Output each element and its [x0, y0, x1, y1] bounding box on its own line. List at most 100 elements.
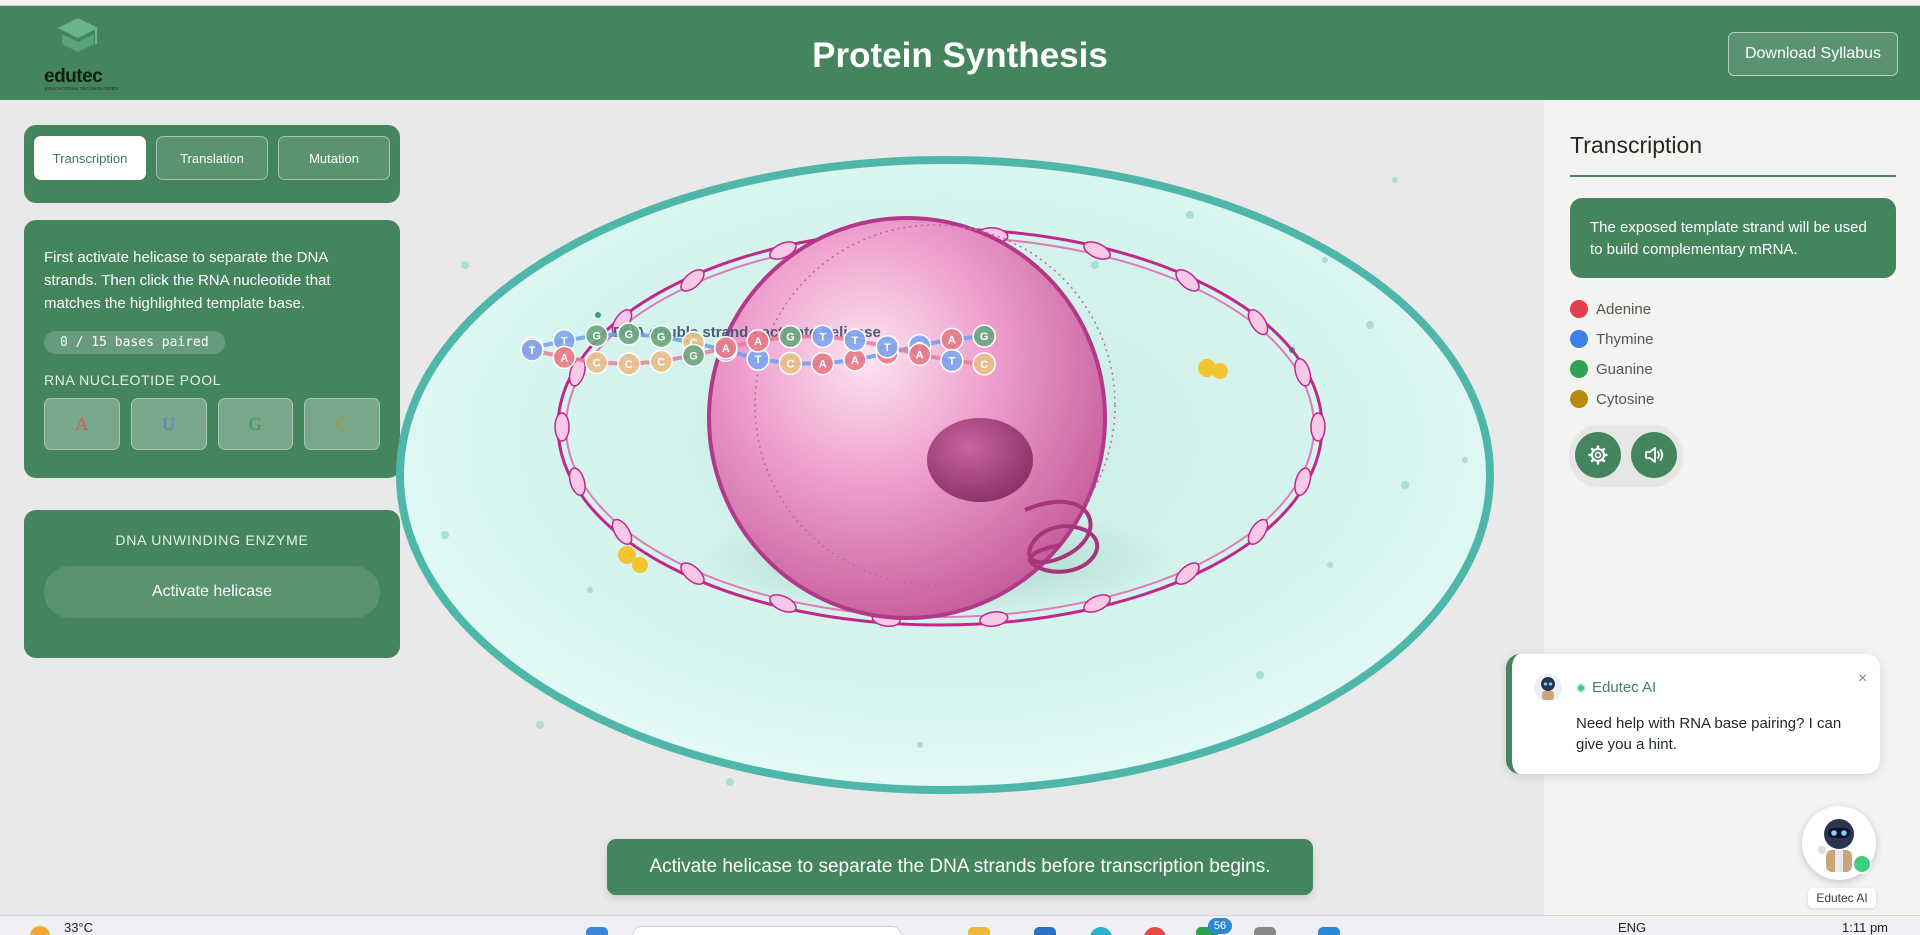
- taskbar-app-icon[interactable]: [1090, 927, 1112, 935]
- dna-base-bottom-4[interactable]: C: [649, 349, 673, 374]
- svg-text:A: A: [722, 343, 730, 355]
- svg-text:G: G: [592, 331, 601, 343]
- nucleotide-pool: A U G C: [44, 398, 380, 450]
- svg-text:T: T: [852, 335, 859, 347]
- nuclear-pore: [1247, 308, 1269, 336]
- svg-text:A: A: [560, 352, 568, 364]
- legend-label: Thymine: [1596, 330, 1654, 348]
- dna-base-bottom-2[interactable]: C: [584, 350, 609, 375]
- pairing-counter: 0 / 15 bases paired: [44, 331, 225, 354]
- dna-base-top-3[interactable]: G: [617, 322, 641, 346]
- page-title: Protein Synthesis: [812, 36, 1108, 75]
- tab-mutation[interactable]: Mutation: [278, 136, 390, 180]
- svg-text:T: T: [755, 354, 762, 366]
- dna-base-bottom-13[interactable]: T: [940, 348, 964, 373]
- chromatin-coil: [1024, 499, 1100, 574]
- legend-item-cytosine: Cytosine: [1570, 384, 1654, 414]
- cytoplasm-speckles: [441, 177, 1468, 786]
- nuclear-pore: [611, 518, 633, 546]
- taskbar-app-icon[interactable]: [1318, 927, 1340, 935]
- windows-start-icon[interactable]: [586, 927, 608, 935]
- info-panel-title: Transcription: [1570, 132, 1703, 158]
- nucleolus: [927, 418, 1033, 502]
- status-toast: Activate helicase to separate the DNA st…: [607, 839, 1313, 895]
- svg-text:A: A: [851, 355, 859, 367]
- dna-base-top-2[interactable]: G: [584, 323, 609, 348]
- legend-dot: [1570, 330, 1588, 348]
- cell-illustration: DNA double strand - activate helicase AT…: [344, 156, 1494, 794]
- tool-tray: [1570, 425, 1682, 485]
- nucleotide-button-g[interactable]: G: [217, 398, 294, 450]
- enzyme-card: DNA UNWINDING ENZYME Activate helicase: [24, 510, 400, 658]
- tab-translation[interactable]: Translation: [156, 136, 268, 180]
- robot-avatar-icon: [1534, 674, 1562, 702]
- dna-base-bottom-11[interactable]: T: [875, 335, 900, 359]
- svg-text:T: T: [561, 336, 568, 348]
- dna-base-top-4[interactable]: G: [649, 324, 673, 349]
- taskbar-app-icon[interactable]: [1034, 927, 1056, 935]
- tab-transcription[interactable]: Transcription: [34, 136, 146, 180]
- settings-button[interactable]: [1575, 432, 1621, 478]
- taskbar-search-input[interactable]: [632, 926, 902, 935]
- dna-base-top-13[interactable]: A: [940, 327, 964, 352]
- chat-message: Need help with RNA base pairing? I can g…: [1576, 715, 1842, 753]
- svg-text:C: C: [593, 357, 601, 369]
- close-icon[interactable]: ×: [1858, 670, 1868, 687]
- svg-text:C: C: [980, 359, 988, 371]
- cell-stage: DNA double strand - activate helicase AT…: [344, 150, 1500, 800]
- dna-base-bottom-0[interactable]: T: [520, 338, 544, 362]
- nucleotide-button-a[interactable]: A: [44, 398, 120, 450]
- legend-label: Cytosine: [1596, 390, 1655, 408]
- activate-helicase-button[interactable]: Activate helicase: [44, 566, 380, 618]
- dna-double-strand[interactable]: ATGGGCTTCAAATAGTACCCGAAGTTTATC: [520, 322, 996, 376]
- svg-text:G: G: [689, 350, 698, 362]
- edutec-logo[interactable]: edutec EDUCATIONAL TECHNOLOGIES: [42, 16, 122, 94]
- nuclear-pore: [1083, 241, 1111, 260]
- nucleus: [707, 216, 1107, 620]
- legend-dot: [1570, 390, 1588, 408]
- dna-base-bottom-8[interactable]: G: [778, 324, 803, 349]
- weather-temperature: 33°C: [64, 920, 94, 935]
- svg-text:T: T: [949, 356, 956, 368]
- sound-button[interactable]: [1631, 432, 1677, 478]
- taskbar-app-icon[interactable]: [1144, 927, 1166, 935]
- legend-item-guanine: Guanine: [1570, 354, 1654, 384]
- notification-badge: 56: [1208, 918, 1232, 934]
- legend-item-thymine: Thymine: [1570, 324, 1654, 354]
- svg-text:G: G: [980, 331, 989, 343]
- svg-text:C: C: [786, 358, 794, 370]
- nucleotide-button-u[interactable]: U: [130, 398, 207, 450]
- download-syllabus-button[interactable]: Download Syllabus: [1728, 32, 1898, 76]
- dna-base-bottom-9[interactable]: T: [810, 324, 835, 349]
- nuclear-pore: [568, 467, 586, 496]
- online-status-dot: [1576, 683, 1586, 693]
- dna-base-top-10[interactable]: A: [843, 348, 867, 372]
- nuclear-pore: [1310, 412, 1326, 442]
- nuclear-pore: [1247, 518, 1269, 546]
- svg-text:A: A: [754, 336, 762, 348]
- taskbar-app-icon[interactable]: [968, 927, 990, 935]
- dna-base-bottom-3[interactable]: C: [617, 352, 641, 376]
- nuclear-pore: [680, 269, 705, 292]
- dna-base-bottom-10[interactable]: T: [843, 328, 867, 352]
- dna-base-bottom-14[interactable]: C: [972, 352, 996, 376]
- svg-text:G: G: [657, 332, 666, 344]
- svg-text:G: G: [625, 329, 634, 341]
- legend-item-adenine: Adenine: [1570, 294, 1654, 324]
- taskbar-app-icon[interactable]: [1254, 927, 1276, 935]
- dna-base-bottom-1[interactable]: A: [552, 345, 577, 370]
- dna-base-bottom-12[interactable]: A: [907, 342, 932, 367]
- assistant-online-dot: [1852, 854, 1872, 874]
- taskbar-app-icon[interactable]: [1196, 927, 1218, 935]
- weather-icon: [30, 926, 50, 935]
- svg-text:G: G: [786, 332, 795, 344]
- dna-base-bottom-6[interactable]: A: [714, 336, 738, 360]
- dna-base-top-8[interactable]: C: [778, 351, 803, 376]
- robot-assistant-icon: [1818, 819, 1854, 872]
- dna-base-bottom-5[interactable]: G: [681, 343, 706, 368]
- nucleotide-button-c[interactable]: C: [304, 398, 380, 450]
- dna-base-bottom-7[interactable]: A: [746, 329, 770, 353]
- svg-text:A: A: [916, 349, 924, 361]
- dna-base-top-9[interactable]: A: [810, 351, 835, 376]
- dna-base-top-14[interactable]: G: [972, 324, 996, 348]
